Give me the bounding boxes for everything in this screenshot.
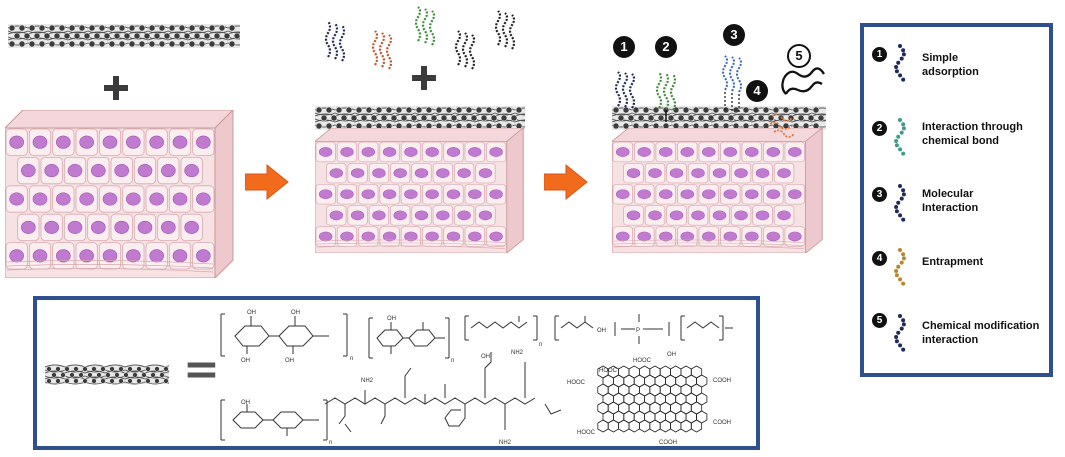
mucus-layer-with-polymers xyxy=(612,100,826,136)
polyethylene-glycol-structure xyxy=(677,310,741,350)
polymer-chain-green xyxy=(414,6,436,46)
struct-label: n xyxy=(539,342,542,348)
mucus-layer-standalone xyxy=(8,18,240,54)
chain-swatch-icon xyxy=(894,314,906,352)
epithelial-tissue-block xyxy=(612,128,824,253)
marker-3: 3 xyxy=(723,24,745,46)
struct-label: OH xyxy=(291,310,300,316)
acrylic-structure: OH xyxy=(551,310,607,350)
struct-label: OH xyxy=(241,358,250,364)
struct-label: HOOC xyxy=(567,380,586,386)
legend-label: Molecular Interaction xyxy=(922,188,979,214)
legend-number: 2 xyxy=(872,121,887,136)
chain-swatch-icon xyxy=(894,184,906,222)
struct-label: OH xyxy=(667,352,676,358)
legend-item-entrapment: 4 Entrapment xyxy=(864,237,1049,297)
peg-structure: n xyxy=(461,310,545,350)
legend-label: Simple adsorption xyxy=(922,52,979,78)
marker-1: 1 xyxy=(613,36,635,58)
epithelial-tissue-block xyxy=(315,128,525,253)
polymer-chain-black-2 xyxy=(494,10,516,50)
marker-5: 5 xyxy=(787,44,811,68)
legend-item-simple-adsorption: 1 Simple adsorption xyxy=(864,39,1049,99)
chain-molecular-interaction xyxy=(722,55,742,93)
svg-text:P: P xyxy=(636,328,640,334)
epithelial-tissue-block xyxy=(5,110,235,278)
marker-4: 4 xyxy=(746,80,768,102)
polyphosphazene-structure: P xyxy=(611,308,673,350)
process-arrow xyxy=(544,163,588,201)
chain-swatch-icon xyxy=(894,248,906,286)
equals-sign: = xyxy=(183,344,220,395)
polymer-chains-floating xyxy=(320,5,530,75)
struct-label: n xyxy=(350,356,353,362)
struct-label: OH xyxy=(481,354,490,360)
struct-label: COOH xyxy=(713,378,731,384)
struct-label: NH2 xyxy=(511,350,524,356)
chain-entrapment xyxy=(769,113,795,138)
mucus-layer-on-tissue xyxy=(315,100,525,136)
chain-chemical-bond xyxy=(655,71,677,111)
legend-label: Chemical modification interaction xyxy=(922,320,1040,346)
polysaccharide-structure-1: OH OH OH OH n xyxy=(217,306,357,364)
legend-item-molecular-interaction: 3 Molecular Interaction xyxy=(864,175,1049,235)
legend-item-chemical-bond: 2 Interaction through chemical bond xyxy=(864,107,1049,167)
polysaccharide-structure-2: OH n xyxy=(365,312,457,364)
legend-number: 5 xyxy=(872,313,887,328)
mucus-layer-icon xyxy=(45,362,169,388)
legend-number: 1 xyxy=(872,47,887,62)
polymer-chain-navy xyxy=(324,20,346,62)
struct-label: NH2 xyxy=(361,378,374,384)
mechanism-legend: 1 Simple adsorption 2 Interaction throug… xyxy=(860,23,1053,377)
legend-label: Interaction through chemical bond xyxy=(922,121,1023,147)
struct-label: COOH xyxy=(659,440,677,446)
struct-label: OH xyxy=(247,310,256,316)
struct-label: n xyxy=(329,440,332,446)
chain-simple-adsorption xyxy=(614,71,636,109)
legend-item-chemical-modification: 5 Chemical modification interaction xyxy=(864,303,1049,363)
struct-label: n xyxy=(451,358,454,364)
chain-swatch-icon xyxy=(894,118,906,156)
struct-label: COOH xyxy=(713,420,731,426)
chain-swatch-icon xyxy=(894,44,906,82)
legend-number: 4 xyxy=(872,251,887,266)
peptide-structure: NH2 NH2 NH2 OH xyxy=(321,344,561,448)
struct-label: OH xyxy=(597,328,606,334)
struct-label: HOOC xyxy=(633,358,652,364)
marker-2: 2 xyxy=(655,36,677,58)
mechanism-chains xyxy=(612,50,832,140)
chain-chemical-modification xyxy=(781,67,825,95)
struct-label: NH2 xyxy=(499,440,512,446)
process-arrow xyxy=(245,163,289,201)
struct-label: OH xyxy=(285,358,294,364)
mucus-components-box: = OH OH OH OH n xyxy=(33,296,760,450)
polymer-chain-red xyxy=(371,30,393,70)
legend-number: 3 xyxy=(872,187,887,202)
graphene-oxide-structure: HOOC HOOC HOOC OH COOH HOOC COOH COOH xyxy=(563,348,753,448)
struct-label: OH xyxy=(387,316,396,322)
plus-sign xyxy=(412,66,436,90)
polymer-chain-black-1 xyxy=(454,30,476,70)
struct-label: OH xyxy=(241,400,250,406)
struct-label: HOOC xyxy=(577,430,596,436)
polysaccharide-structure-3: OH n xyxy=(217,396,337,446)
legend-label: Entrapment xyxy=(922,256,984,268)
plus-sign xyxy=(104,76,128,100)
